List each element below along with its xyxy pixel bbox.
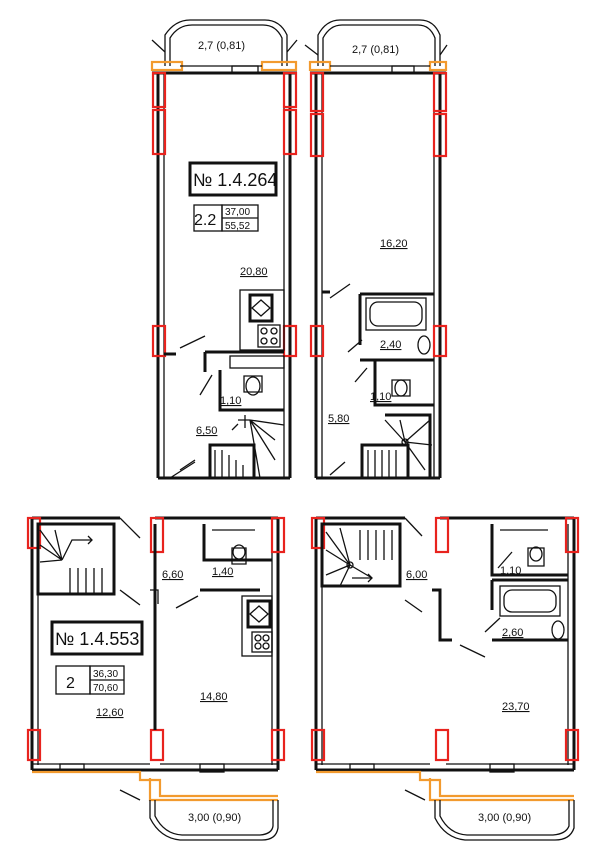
balcony-slab-right <box>428 60 448 72</box>
staircase <box>36 522 116 596</box>
apt2-number: № 1.4.553 <box>55 629 139 649</box>
column <box>151 324 167 358</box>
plan-apt1-level1 <box>150 19 298 480</box>
apt2-upper-balcony-label: 3,00 (0,90) <box>478 812 531 824</box>
room-area-upper-room: 23,70 <box>502 701 530 713</box>
apt2-rooms-type: 2 <box>66 675 75 692</box>
apt2-area-living: 36,30 <box>93 669 118 680</box>
apt2-balcony-label: 3,00 (0,90) <box>188 812 241 824</box>
staircase <box>360 443 410 480</box>
column <box>309 71 325 113</box>
apt1-area-total: 55,52 <box>225 221 250 232</box>
room-area-left: 12,60 <box>96 707 124 719</box>
column <box>282 108 298 156</box>
column <box>310 728 326 762</box>
column <box>432 324 448 358</box>
kitchen-counter <box>239 289 285 351</box>
balcony-slab-left <box>308 60 332 72</box>
apt1-upper-balcony-label: 2,7 (0,81) <box>352 44 399 56</box>
apt2-number-box <box>50 620 144 656</box>
plan-apt1-level2 <box>304 19 448 480</box>
room-area-hall: 6,50 <box>196 425 217 437</box>
column <box>564 516 580 554</box>
balcony-slab <box>32 770 278 798</box>
column <box>26 516 42 550</box>
room-area-upper-hall: 5,80 <box>328 413 349 425</box>
balcony-slab-right <box>260 60 298 72</box>
room-area-upper-room: 16,20 <box>380 238 408 250</box>
kitchen-counter <box>241 595 273 657</box>
apt1-number: № 1.4.264 <box>193 170 277 190</box>
staircase <box>208 443 256 480</box>
column <box>151 108 167 156</box>
column <box>149 728 165 762</box>
column <box>26 728 42 762</box>
column <box>432 112 448 158</box>
room-area-kitchen: 14,80 <box>200 691 228 703</box>
column <box>432 71 448 113</box>
apt1-rooms-type: 2.2 <box>194 212 216 229</box>
balcony-outline <box>434 800 575 841</box>
room-area-upper-bath: 2,60 <box>502 627 523 639</box>
column <box>282 71 298 109</box>
staircase <box>320 522 402 588</box>
apt1-area-living: 37,00 <box>225 207 250 218</box>
balcony-slab-left <box>150 60 184 72</box>
column <box>309 324 325 358</box>
balcony-slab <box>316 770 574 798</box>
room-area-bath: 1,10 <box>220 395 241 407</box>
room-area-main: 20,80 <box>240 266 268 278</box>
column <box>434 516 450 554</box>
room-area-upper-bath: 2,40 <box>380 339 401 351</box>
column <box>564 728 580 762</box>
column <box>270 728 286 762</box>
room-area-wc: 1,40 <box>212 566 233 578</box>
apt1-number-box <box>188 161 278 197</box>
bathtub <box>499 585 561 617</box>
column <box>149 516 165 554</box>
room-area-upper-wc: 1,10 <box>370 391 391 403</box>
column <box>310 516 326 550</box>
plan-apt2-level1 <box>26 516 286 841</box>
plan-apt2-level2 <box>310 516 580 841</box>
balcony-outline <box>164 19 288 66</box>
apt2-area-total: 70,60 <box>93 683 118 694</box>
apt1-balcony-label: 2,7 (0,81) <box>198 40 245 52</box>
balcony-outline <box>149 800 279 841</box>
column <box>434 728 450 762</box>
column <box>270 516 286 554</box>
bathtub <box>365 297 427 331</box>
room-area-upper-wc: 1,10 <box>500 565 521 577</box>
room-area-hall: 6,60 <box>162 569 183 581</box>
room-area-upper-hall: 6,00 <box>406 569 427 581</box>
column <box>151 71 167 109</box>
column <box>309 112 325 158</box>
